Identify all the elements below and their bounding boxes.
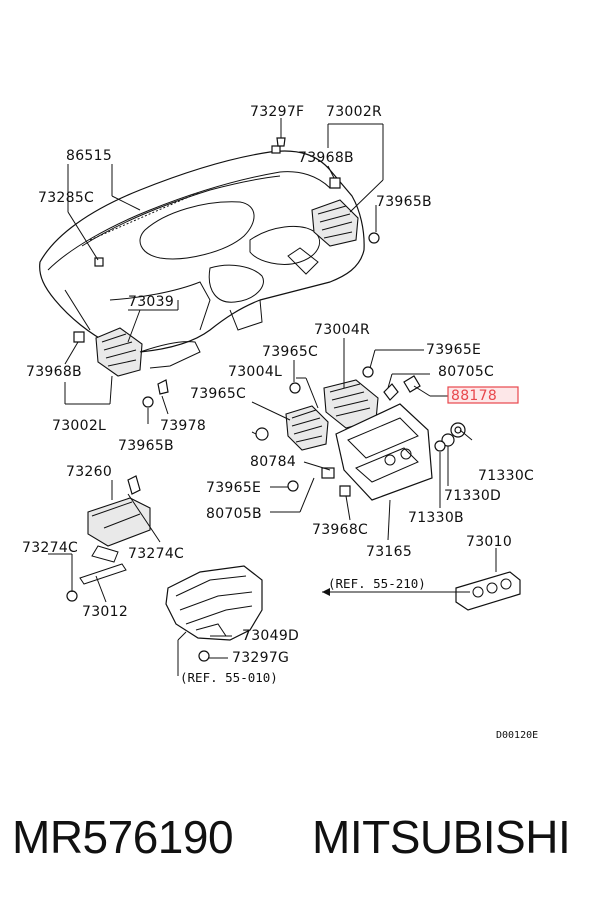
label-73965E-top: 73965E [426,342,481,358]
ref-55-010: (REF. 55-010) [180,670,278,685]
label-73968C: 73968C [312,522,368,538]
label-88178: 88178 [451,388,497,404]
label-73285C: 73285C [38,190,94,206]
parts-diagram: 73297F 73002R 86515 73968B 73285C 73965B… [22,104,538,741]
label-73965B-top: 73965B [376,194,432,210]
label-73965C-a: 73965C [262,344,318,360]
label-73004R: 73004R [314,322,370,338]
label-73039: 73039 [128,294,174,310]
label-73965C-b: 73965C [190,386,246,402]
label-73002L: 73002L [52,418,106,434]
label-86515: 86515 [66,148,112,164]
leader-lines [48,118,497,676]
label-73002R: 73002R [326,104,382,120]
label-73297F: 73297F [250,104,304,120]
label-71330D: 71330D [444,488,501,504]
part-labels: 73297F 73002R 86515 73968B 73285C 73965B… [22,104,538,741]
label-73297G: 73297G [232,650,289,666]
label-80705C-top: 80705C [438,364,494,380]
label-73968B-left: 73968B [26,364,82,380]
label-73260: 73260 [66,464,112,480]
label-73165: 73165 [366,544,412,560]
label-73004L: 73004L [228,364,282,380]
label-73965B-bot: 73965B [118,438,174,454]
label-71330C: 71330C [478,468,534,484]
fasteners [66,137,466,662]
label-73049D: 73049D [242,628,299,644]
heater-duct [165,565,263,641]
label-73978: 73978 [160,418,206,434]
label-73968B-top: 73968B [298,150,354,166]
label-73274C-right: 73274C [128,546,184,562]
label-71330B: 71330B [408,510,464,526]
center-panel [321,403,433,501]
ref-55-210: (REF. 55-210) [328,576,426,591]
instrument-panel [39,145,365,353]
label-73012: 73012 [82,604,128,620]
label-73274C-left: 73274C [22,540,78,556]
part-number: MR576190 [12,811,234,863]
right-air-vent [311,199,359,247]
label-73010: 73010 [466,534,512,550]
center-vent-left [285,405,329,451]
airbag-module [79,497,151,585]
label-73965E-bot: 73965E [206,480,261,496]
left-air-vent [95,327,201,377]
brand-name: MITSUBISHI [312,811,571,863]
label-80784: 80784 [250,454,296,470]
label-80705B: 80705B [206,506,262,522]
diagram-code: D00120E [496,730,538,741]
highlight-box [447,386,519,404]
switch-panel [455,571,521,611]
